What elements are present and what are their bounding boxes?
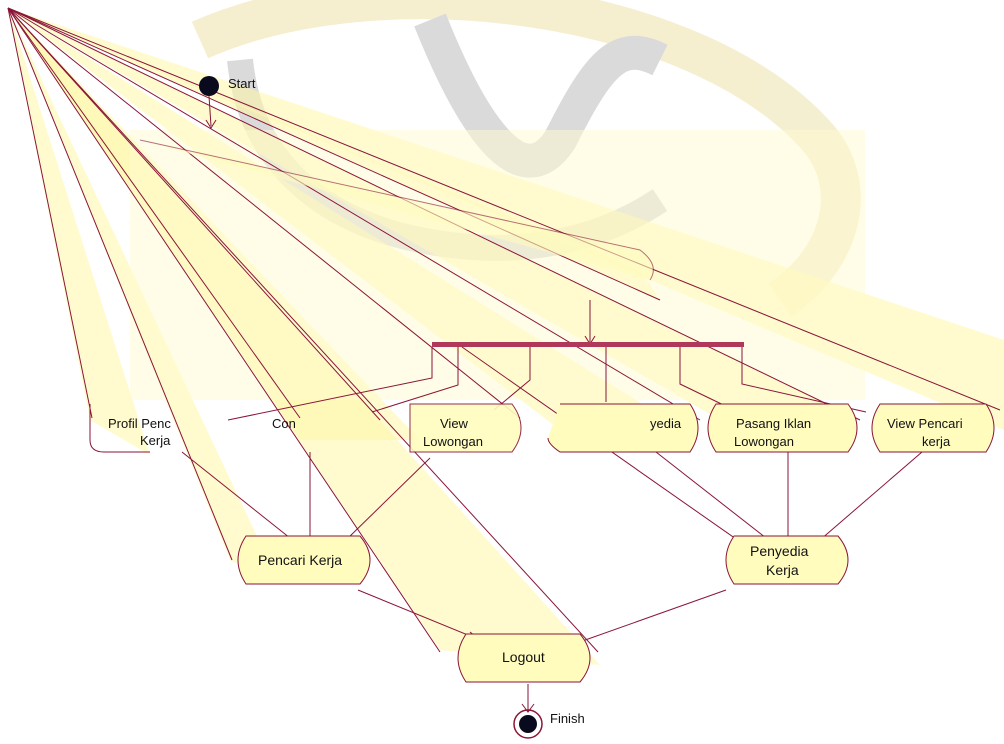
pencari-kerja-label: Pencari Kerja: [258, 552, 342, 568]
activity-penyedia: yedia: [547, 403, 699, 453]
pasang-iklan-line2: Lowongan: [734, 434, 794, 449]
fork-edges: [227, 346, 867, 561]
logout-to-finish-arrowhead: [521, 703, 535, 713]
activity-view-lowongan: View Lowongan: [409, 403, 522, 453]
profil-label-line2: Kerja: [140, 433, 171, 448]
start-label: Start: [228, 76, 256, 91]
activity-con: Con: [272, 416, 296, 431]
penyedia-partial-label: yedia: [650, 416, 682, 431]
fan-edges: [7, 7, 1001, 653]
fork-bar: [432, 342, 744, 347]
activity-view-pencari-kerja: View Pencari kerja: [871, 403, 995, 453]
activity-pencari-kerja: Pencari Kerja: [237, 535, 371, 585]
pencari-to-logout-edge: [357, 589, 481, 641]
view-pencari-line1: View Pencari: [887, 416, 963, 431]
pasang-iklan-line1: Pasang Iklan: [736, 416, 811, 431]
hidden-activity: [139, 139, 654, 281]
penyedia-kerja-line2: Kerja: [766, 562, 799, 578]
view-lowongan-line1: View: [440, 416, 469, 431]
activity-penyedia-kerja: Penyedia Kerja: [725, 535, 849, 585]
logout-label: Logout: [502, 649, 545, 665]
start-arrowhead: [205, 119, 217, 129]
view-pencari-line2: kerja: [922, 434, 951, 449]
profil-label-line1: Profil Penc: [108, 416, 171, 431]
merge-edges: [181, 451, 923, 541]
penyedia-kerja-line1: Penyedia: [750, 543, 809, 559]
finish-node: Finish: [513, 709, 585, 739]
start-edge: [208, 95, 212, 127]
penyedia-to-logout-edge: [573, 589, 727, 645]
activity-logout: Logout: [457, 633, 591, 683]
start-node: Start: [199, 76, 256, 96]
activity-pasang-iklan-lowongan: Pasang Iklan Lowongan: [707, 403, 858, 453]
activity-profil-pencari-kerja: Profil Penc Kerja: [89, 404, 171, 453]
con-label: Con: [272, 416, 296, 431]
finish-label: Finish: [550, 711, 585, 726]
view-lowongan-line2: Lowongan: [423, 434, 483, 449]
